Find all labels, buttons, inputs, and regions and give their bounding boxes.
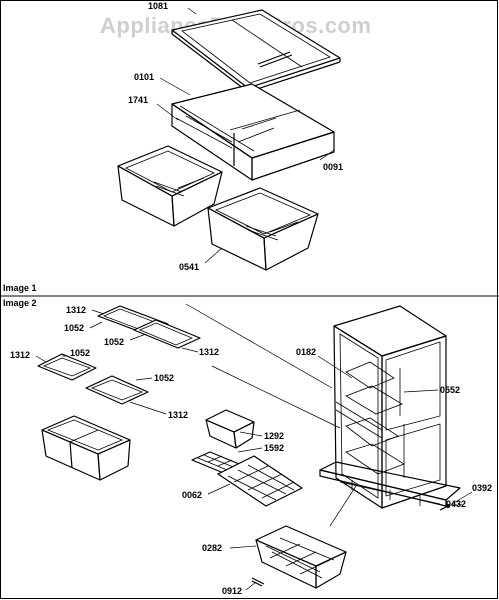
leader-0282: [229, 545, 257, 549]
leader-shelf-cabinet: [185, 303, 333, 389]
part-label-0182: 0182: [296, 347, 316, 357]
part-label-1312-c: 1312: [10, 350, 30, 360]
twin-drawers: [41, 415, 131, 481]
wire-rack-0062: [217, 455, 303, 507]
part-label-0091: 0091: [323, 162, 343, 172]
shelf-small-left: [37, 353, 97, 381]
part-label-1312-a: 1312: [66, 305, 86, 315]
part-label-0392: 0392: [472, 483, 492, 493]
crisper-drawer-left: [117, 145, 223, 227]
refrigerator-cabinet: [319, 305, 461, 509]
leader-0541: [204, 247, 223, 264]
part-label-1052-b: 1052: [104, 337, 124, 347]
part-label-1741: 1741: [128, 95, 148, 105]
leader-0062: [207, 483, 231, 495]
part-label-0552: 0552: [440, 385, 460, 395]
leader-1052-a: [89, 321, 103, 329]
leader-1081: [187, 7, 197, 15]
screw-0432: [439, 504, 450, 511]
part-label-1052-c: 1052: [70, 348, 90, 358]
leader-1052-b: [129, 333, 147, 341]
part-label-0912: 0912: [222, 586, 242, 596]
bin-1292: [205, 409, 255, 449]
part-label-1312-d: 1312: [168, 410, 188, 420]
leader-1312-d: [129, 401, 167, 415]
shelf-pair-top: [97, 305, 201, 349]
leader-1052-d: [135, 377, 153, 381]
leader-0552: [403, 389, 439, 393]
part-label-0282: 0282: [202, 543, 222, 553]
leader-1312-b: [181, 347, 199, 353]
leader-1592: [237, 447, 263, 453]
leader-0912: [245, 581, 257, 591]
leader-0432: [451, 503, 463, 507]
shelf-middle: [85, 375, 149, 405]
clip-0912: [251, 577, 265, 587]
leader-0101: [159, 77, 191, 96]
leader-0392: [451, 491, 473, 505]
part-label-1052-d: 1052: [154, 373, 174, 383]
leader-1741: [156, 103, 179, 121]
part-label-1592: 1592: [264, 443, 284, 453]
leader-0182: [317, 355, 353, 379]
leader-0091: [319, 149, 335, 161]
part-label-0541: 0541: [179, 262, 199, 272]
crisper-drawer-right: [207, 187, 319, 271]
part-label-0432: 0432: [446, 499, 466, 509]
glass-shelf-1081: [171, 9, 341, 93]
leader-1312-c: [35, 355, 47, 363]
leader-1312-a: [91, 309, 105, 315]
leader-basket-cabinet: [329, 485, 357, 527]
basket-0282: [255, 525, 347, 589]
section-label-image-2: Image 2: [3, 298, 37, 308]
leader-1292: [239, 431, 263, 437]
part-label-0101: 0101: [134, 72, 154, 82]
part-label-1312-b: 1312: [199, 347, 219, 357]
leader-shelf-cabinet-2: [211, 365, 341, 429]
crisper-cover-0101: [171, 83, 335, 181]
part-label-1292: 1292: [264, 431, 284, 441]
part-label-1081: 1081: [148, 1, 168, 11]
section-label-image-1: Image 1: [3, 283, 37, 293]
part-label-1052-a: 1052: [64, 323, 84, 333]
part-label-0062: 0062: [182, 490, 202, 500]
